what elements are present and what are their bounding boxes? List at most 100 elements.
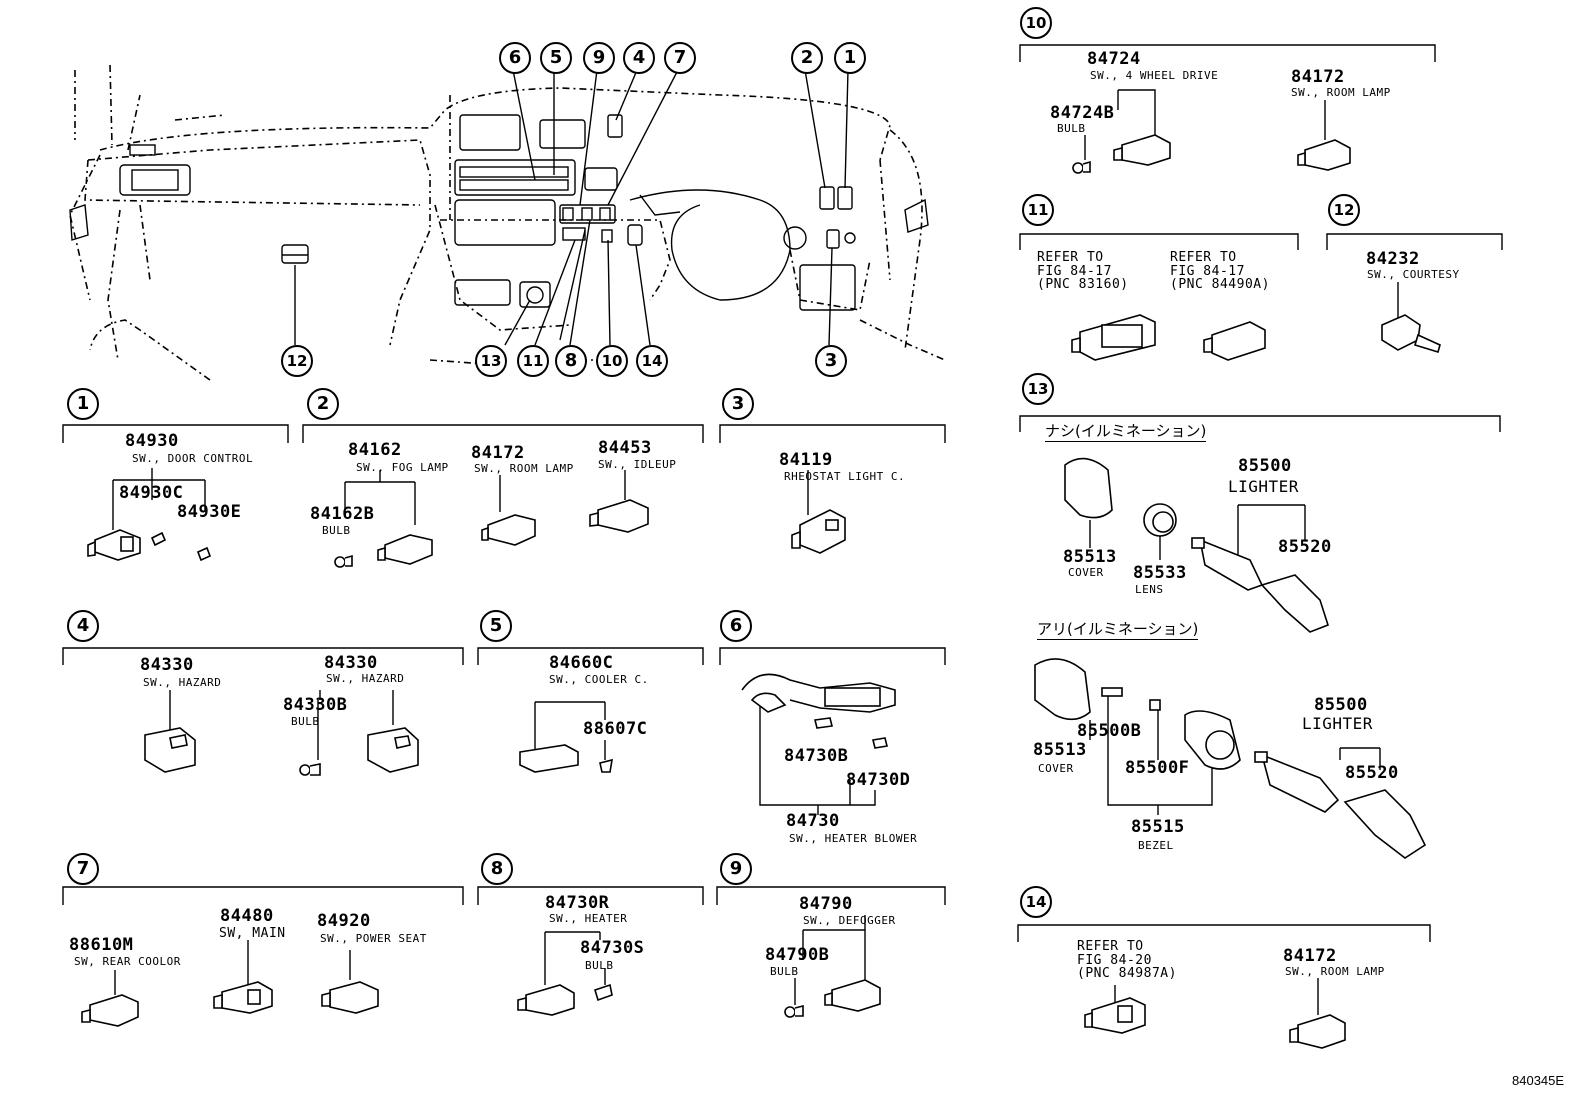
part-84730d[interactable]: 84730D [846,770,911,790]
part-85533[interactable]: 85533 [1133,563,1187,583]
callout-12[interactable]: 12 [281,345,313,377]
desc-84330-a: SW., HAZARD [143,676,222,689]
part-84930[interactable]: 84930 [125,431,179,451]
callout-2[interactable]: 2 [791,42,823,74]
overview-leader-lines [294,69,849,346]
desc-84920: SW., POWER SEAT [320,932,427,945]
desc-84660c: SW., COOLER C. [549,673,649,686]
part-leader-lines [112,89,1399,1015]
part-85513-b[interactable]: 85513 [1033,740,1087,760]
part-84724[interactable]: 84724 [1087,49,1141,69]
part-84330-a[interactable]: 84330 [140,655,194,675]
dashboard-overview-drawing [69,64,946,381]
part-84172-s14[interactable]: 84172 [1283,946,1337,966]
part-84172-s10[interactable]: 84172 [1291,67,1345,87]
part-84920[interactable]: 84920 [317,911,371,931]
part-85500f[interactable]: 85500F [1125,758,1190,778]
callout-11[interactable]: 11 [517,345,549,377]
desc-84232: SW., COURTESY [1367,268,1460,281]
desc-bezel: BEZEL [1138,839,1174,852]
callout-8[interactable]: 8 [555,345,587,377]
section-brackets [62,44,1503,942]
part-84790[interactable]: 84790 [799,894,853,914]
part-84730r[interactable]: 84730R [545,893,610,913]
part-84730b[interactable]: 84730B [784,746,849,766]
desc-84790: SW., DEFOGGER [803,914,896,927]
desc-84162: SW., FOG LAMP [356,461,449,474]
callout-5[interactable]: 5 [540,42,572,74]
refer-pnc-84987a[interactable]: REFER TO FIG 84-20 (PNC 84987A) [1077,939,1177,982]
desc-84480: SW, MAIN [219,926,286,941]
part-84730[interactable]: 84730 [786,811,840,831]
callout-14[interactable]: 14 [636,345,668,377]
desc-lighter-a: LIGHTER [1228,477,1299,496]
callout-1[interactable]: 1 [834,42,866,74]
part-85520-a[interactable]: 85520 [1278,537,1332,557]
part-84730s[interactable]: 84730S [580,938,645,958]
part-85500bb[interactable]: 85500B [1077,721,1142,741]
part-85500-a[interactable]: 85500 [1238,456,1292,476]
part-drawings [81,134,1441,1049]
desc-84172-s14: SW., ROOM LAMP [1285,965,1385,978]
section-8-number: 8 [481,853,513,885]
desc-cover-b: COVER [1038,762,1074,775]
desc-84930: SW., DOOR CONTROL [132,452,254,465]
section-1-number: 1 [67,388,99,420]
section-9-number: 9 [720,853,752,885]
section-5-number: 5 [480,610,512,642]
desc-84724: SW., 4 WHEEL DRIVE [1090,69,1219,82]
part-84172-s2[interactable]: 84172 [471,443,525,463]
callout-4[interactable]: 4 [623,42,655,74]
desc-84790b: BULB [770,965,799,978]
variant-no-illumination: ナシ(イルミネーション) [1045,422,1207,442]
part-85513-a[interactable]: 85513 [1063,547,1117,567]
desc-84453: SW., IDLEUP [598,458,677,471]
desc-84330-b: SW., HAZARD [326,672,405,685]
part-84453[interactable]: 84453 [598,438,652,458]
desc-84730s: BULB [585,959,614,972]
part-84162[interactable]: 84162 [348,440,402,460]
desc-84330bb: BULB [291,715,320,728]
refer-pnc-83160[interactable]: REFER TO FIG 84-17 (PNC 83160) [1037,250,1129,293]
desc-cover-a: COVER [1068,566,1104,579]
part-84232[interactable]: 84232 [1366,249,1420,269]
section-2-number: 2 [307,388,339,420]
section-10-number: 10 [1020,7,1052,39]
section-3-number: 3 [722,388,754,420]
desc-84162b: BULB [322,524,351,537]
callout-6[interactable]: 6 [499,42,531,74]
desc-lens: LENS [1135,583,1164,596]
part-84480[interactable]: 84480 [220,906,274,926]
desc-84172-s2: SW., ROOM LAMP [474,462,574,475]
part-84330-b[interactable]: 84330 [324,653,378,673]
part-84930c[interactable]: 84930C [119,483,184,503]
section-13-number: 13 [1022,373,1054,405]
refer-pnc-84490a[interactable]: REFER TO FIG 84-17 (PNC 84490A) [1170,250,1270,293]
desc-84119: RHEOSTAT LIGHT C. [784,470,906,483]
part-84330bb[interactable]: 84330B [283,695,348,715]
part-85500-b[interactable]: 85500 [1314,695,1368,715]
part-84119[interactable]: 84119 [779,450,833,470]
desc-88610m: SW, REAR COOLOR [74,955,181,968]
callout-9[interactable]: 9 [583,42,615,74]
diagram-code: 840345E [1512,1073,1565,1088]
callout-7[interactable]: 7 [664,42,696,74]
desc-lighter-b: LIGHTER [1302,714,1373,733]
callout-10[interactable]: 10 [596,345,628,377]
callout-3[interactable]: 3 [815,345,847,377]
desc-84724b: BULB [1057,122,1086,135]
part-84930e[interactable]: 84930E [177,502,242,522]
dashboard-solid-details [69,114,929,341]
section-7-number: 7 [67,853,99,885]
section-12-number: 12 [1328,194,1360,226]
part-84790b[interactable]: 84790B [765,945,830,965]
part-88607c[interactable]: 88607C [583,719,648,739]
part-84162b[interactable]: 84162B [310,504,375,524]
part-84724b[interactable]: 84724B [1050,103,1115,123]
part-85515[interactable]: 85515 [1131,817,1185,837]
part-88610m[interactable]: 88610M [69,935,134,955]
part-85520-b[interactable]: 85520 [1345,763,1399,783]
part-84660c[interactable]: 84660C [549,653,614,673]
callout-13[interactable]: 13 [475,345,507,377]
